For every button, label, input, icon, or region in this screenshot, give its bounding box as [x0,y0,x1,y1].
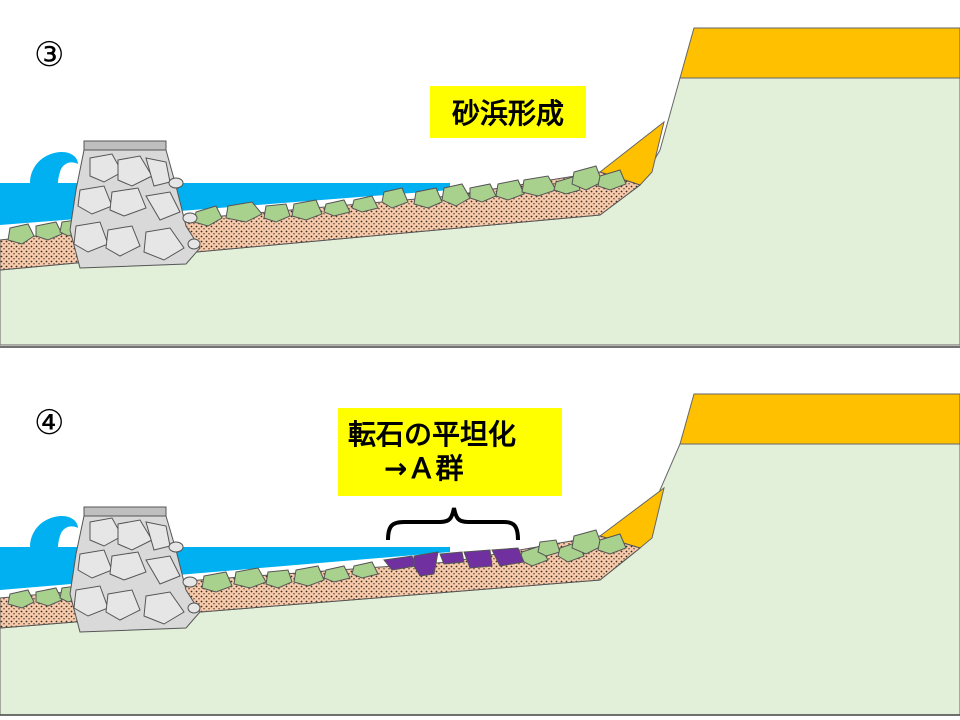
panel-number-4: ④ [34,403,65,443]
label-cobble-flattening: 転石の平坦化 →Ａ群 [338,408,562,496]
breakwater-cap [83,506,167,517]
flattened-cobbles [383,547,525,577]
breakwater [69,506,201,633]
wave-crest [30,516,78,547]
label-text-line2: →Ａ群 [384,452,464,485]
label-text: 砂浜形成 [451,97,564,130]
panel-3 [0,27,960,346]
cliff-cap [679,393,960,445]
cliff-cap [679,27,960,79]
panel-4 [0,393,960,716]
breakwater [69,140,201,269]
panel-number-3: ③ [34,35,65,75]
breakwater-cap [83,140,167,151]
curly-brace [386,507,520,541]
wave-crest [30,152,78,183]
label-text-line1: 転石の平坦化 [348,418,517,451]
label-beach-formation: 砂浜形成 [430,86,586,138]
cobbles [7,529,627,609]
